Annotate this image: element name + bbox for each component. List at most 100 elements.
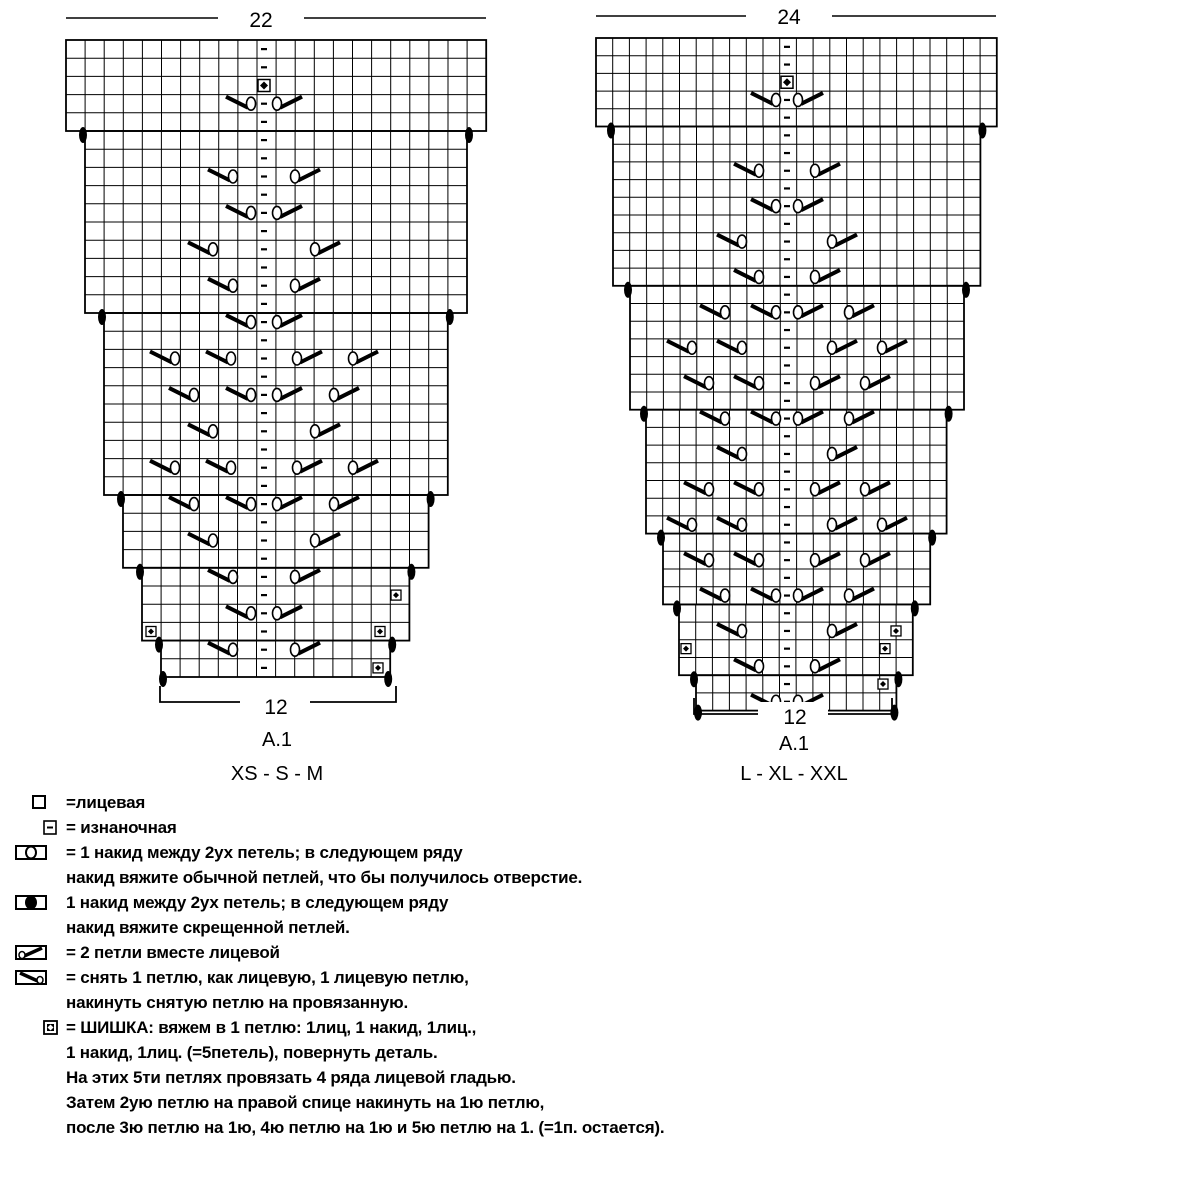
decrease-symbol [716,445,740,460]
size-marker [155,636,163,653]
yarn-over-symbol [876,517,888,533]
size-marker [79,127,87,143]
yarn-over-symbol [686,517,698,533]
size-marker [640,405,648,422]
size-marker [607,122,615,139]
bobble-icon [14,1019,62,1037]
yarn-over-symbol [859,375,871,391]
decrease-symbol [851,409,875,425]
decrease-symbol [884,515,908,531]
decrease-symbol [279,94,303,110]
k2tog-icon [14,944,62,962]
decrease-symbol [800,409,824,425]
yarn-over-symbol [719,588,731,603]
decrease-symbol [750,91,774,106]
bobble-symbol-mark [377,628,383,635]
yarn-over-symbol [843,305,855,320]
chart-a1-small-labels: 22 12 A.1 XS - S - M [66,4,486,785]
yarn-over-symbol [169,460,181,476]
yarn-over-symbol [826,234,838,249]
yarn-over-symbol [271,496,283,512]
decrease-symbol [187,240,211,256]
legend-item-yarn-over: = 1 накид между 2ух петель; в следующем … [14,840,1184,890]
size-marker [98,309,106,325]
yarn-over-symbol [207,242,219,257]
chart-name: A.1 [262,729,292,751]
decrease-symbol [168,386,192,401]
yarn-over-symbol [347,460,359,476]
decrease-symbol [800,91,824,106]
decrease-symbol [867,480,891,496]
decrease-symbol [355,458,379,474]
yarn-over-symbol [736,623,748,639]
legend-item-bobble: = ШИШКА: вяжем в 1 петлю: 1лиц, 1 накид,… [14,1015,1184,1140]
decrease-symbol [336,495,360,510]
legend-text: = снять 1 петлю, как лицевую, 1 лицевую … [66,968,469,987]
knitting-charts: 22 12 A.1 XS - S - M 24 12 A.1 L - XL - … [65,2,998,785]
decrease-symbol [733,480,757,496]
chart-name: A.1 [779,733,809,755]
decrease-symbol [299,349,323,365]
legend-text: накинуть снятую петлю на провязанную. [66,993,408,1012]
yarn-over-symbol [859,552,871,568]
yarn-over-symbol [227,169,239,184]
decrease-symbol [683,480,707,496]
yarn-over-symbol [736,340,748,356]
yarn-over-symbol [792,92,804,108]
decrease-symbol [168,495,192,510]
decrease-symbol [851,586,875,602]
decrease-symbol [800,197,824,212]
yarn-over-symbol [245,387,257,403]
decrease-symbol [733,551,757,566]
legend-text: = 1 накид между 2ух петель; в следующем … [66,843,463,862]
yarn-over-symbol [753,163,765,179]
yarn-over-symbol [876,340,888,356]
size-marker [928,529,937,546]
yarn-over-symbol [328,496,340,512]
size-marker [407,563,416,580]
yarn-over-symbol [271,605,283,621]
yarn-over-symbol [770,92,782,108]
yarn-over-symbol [245,605,257,621]
yarn-over-symbol [770,198,782,214]
decrease-symbol [297,568,321,583]
size-marker [426,491,435,507]
yarn-over-symbol [770,588,782,603]
decrease-symbol [750,303,774,319]
decrease-symbol [297,276,321,292]
decrease-symbol [800,586,824,602]
legend-item-k2tog: = 2 петли вместе лицевой [14,940,1184,965]
yarn-over-symbol [289,569,301,585]
legend-text: = 2 петли вместе лицевой [66,943,280,962]
yarn-over-symbol [826,340,838,356]
decrease-symbol [884,338,908,354]
decrease-symbol [834,515,858,531]
decrease-symbol [817,268,841,283]
chart-a1-large-labels: 24 12 A.1 L - XL - XXL [596,2,996,785]
decrease-symbol [750,409,774,425]
size-marker [445,309,454,325]
size-marker [384,671,393,687]
yarn-over-symbol [736,446,748,462]
yarn-over-symbol [809,269,821,285]
yarn-over-symbol [843,588,855,603]
decrease-symbol [867,374,891,389]
yarn-over-symbol [245,496,257,512]
yarn-over-symbol [809,552,821,568]
bobble-symbol-mark [783,78,791,87]
size-range: XS - S - M [231,763,323,785]
decrease-symbol [666,515,690,531]
decrease-symbol [336,386,360,401]
yarn-over-symbol [770,305,782,320]
size-marker [673,600,681,617]
decrease-symbol [207,568,231,583]
decrease-symbol [750,197,774,212]
legend-text: = ШИШКА: вяжем в 1 петлю: 1лиц, 1 накид,… [66,1018,477,1037]
yarn-over-symbol [792,588,804,603]
yarn-over-symbol [809,375,821,391]
yarn-over-symbol [245,205,257,221]
decrease-symbol [187,531,211,547]
size-marker [624,281,632,298]
decrease-symbol [279,604,303,620]
yarn-over-symbol [289,169,301,184]
